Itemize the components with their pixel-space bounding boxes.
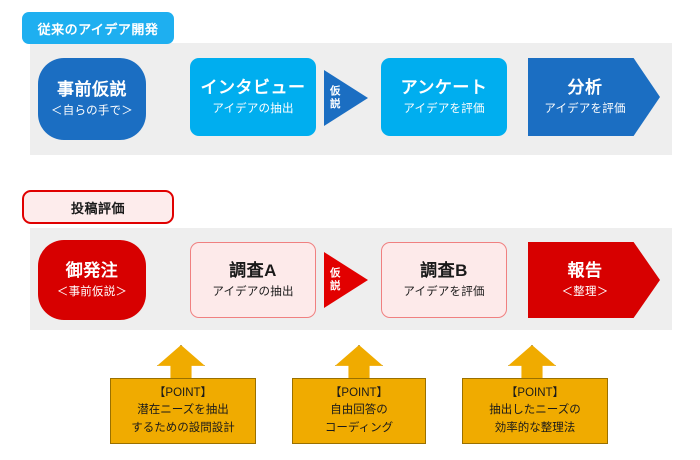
node-red-1: 御発注 ＜事前仮説＞ bbox=[38, 240, 146, 320]
node-red-1-title: 御発注 bbox=[65, 261, 119, 281]
node-blue-2-title: インタビュー bbox=[200, 78, 306, 98]
point-1-line2: するための設問設計 bbox=[131, 421, 235, 434]
connector-red-label: 仮 説 bbox=[324, 267, 341, 293]
connector-blue-hypothesis: 仮 説 bbox=[324, 70, 368, 126]
connector-red-line2: 説 bbox=[330, 280, 341, 292]
node-red-2: 調査A アイデアの抽出 bbox=[190, 242, 316, 318]
node-blue-1-title: 事前仮説 bbox=[57, 80, 127, 100]
connector-blue-line1: 仮 bbox=[330, 84, 341, 97]
point-callout-1: 【POINT】 潜在ニーズを抽出 するための設問設計 bbox=[110, 378, 256, 444]
connector-blue-line2: 説 bbox=[330, 98, 341, 110]
node-red-4-sub: ＜整理＞ bbox=[561, 286, 609, 299]
node-blue-4: 分析 アイデアを評価 bbox=[528, 58, 660, 136]
node-blue-4-sub: アイデアを評価 bbox=[544, 103, 626, 116]
point-2-line1: 自由回答の bbox=[330, 404, 388, 417]
node-red-4-title: 報告 bbox=[567, 261, 603, 281]
connector-red-line1: 仮 bbox=[330, 266, 341, 279]
node-red-3: 調査B アイデアを評価 bbox=[381, 242, 507, 318]
point-callout-3: 【POINT】 抽出したニーズの 効率的な整理法 bbox=[462, 378, 608, 444]
section-tab-conventional: 従来のアイデア開発 bbox=[22, 12, 174, 44]
point-3-heading: 【POINT】 bbox=[505, 387, 565, 400]
node-red-3-title: 調査B bbox=[420, 261, 468, 281]
connector-blue-label: 仮 説 bbox=[324, 85, 341, 111]
connector-red-hypothesis: 仮 説 bbox=[324, 252, 368, 308]
node-blue-4-title: 分析 bbox=[567, 78, 603, 98]
node-blue-1: 事前仮説 ＜自らの手で＞ bbox=[38, 58, 146, 140]
node-red-3-sub: アイデアを評価 bbox=[403, 286, 485, 299]
node-blue-3-sub: アイデアを評価 bbox=[403, 103, 485, 116]
node-red-2-title: 調査A bbox=[229, 261, 277, 281]
point-callout-2: 【POINT】 自由回答の コーディング bbox=[292, 378, 426, 444]
point-1-line1: 潜在ニーズを抽出 bbox=[137, 404, 229, 417]
node-blue-3-title: アンケート bbox=[400, 78, 488, 98]
point-2-line2: コーディング bbox=[324, 421, 394, 434]
node-red-2-sub: アイデアの抽出 bbox=[212, 286, 294, 299]
section-tab-evaluation: 投稿評価 bbox=[22, 190, 174, 224]
point-2-heading: 【POINT】 bbox=[329, 387, 389, 400]
node-blue-3: アンケート アイデアを評価 bbox=[381, 58, 507, 136]
node-blue-2-sub: アイデアの抽出 bbox=[212, 103, 294, 116]
node-red-4: 報告 ＜整理＞ bbox=[528, 242, 660, 318]
node-blue-1-sub: ＜自らの手で＞ bbox=[51, 105, 133, 118]
point-1-heading: 【POINT】 bbox=[153, 387, 213, 400]
node-red-1-sub: ＜事前仮説＞ bbox=[56, 286, 128, 299]
point-3-line1: 抽出したニーズの bbox=[489, 404, 581, 417]
point-3-line2: 効率的な整理法 bbox=[494, 421, 576, 434]
node-blue-2: インタビュー アイデアの抽出 bbox=[190, 58, 316, 136]
